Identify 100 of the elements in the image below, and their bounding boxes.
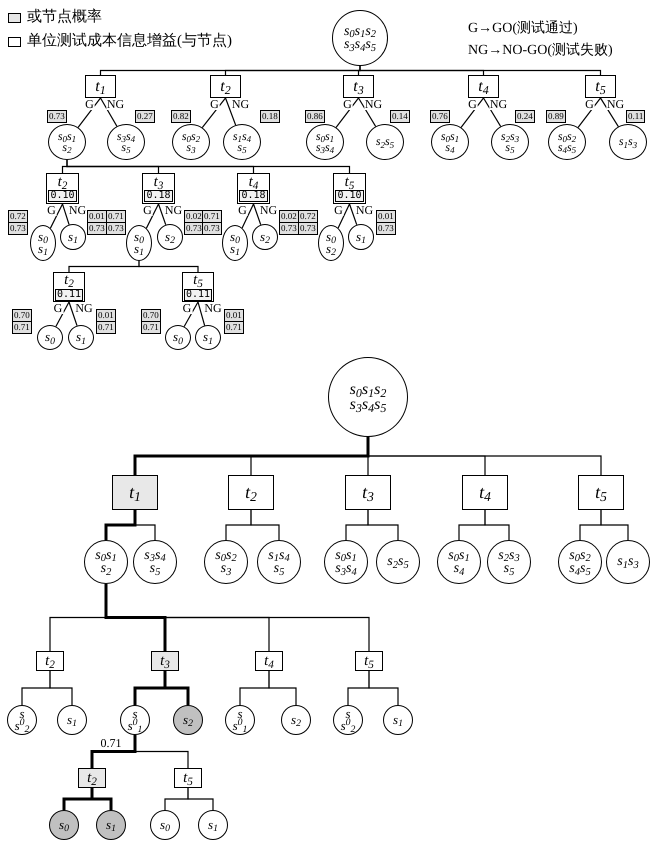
gain-value: 0.18 bbox=[239, 190, 268, 202]
state-circle bbox=[107, 124, 145, 160]
state-circle bbox=[222, 225, 248, 261]
probability-value: 0.01 bbox=[225, 310, 243, 321]
test-box bbox=[142, 173, 175, 204]
state-circle bbox=[366, 124, 404, 160]
probability-value: 0.71 bbox=[142, 321, 160, 333]
probability-value: 0.02 bbox=[185, 211, 203, 222]
edge-label: G bbox=[342, 98, 353, 110]
edge-label: NG bbox=[68, 204, 88, 216]
connector bbox=[600, 510, 629, 540]
state-circle bbox=[257, 540, 301, 584]
test-name: t$_{2}$ bbox=[87, 770, 97, 786]
test-name: t$_{4}$ bbox=[478, 78, 489, 94]
edge-label: NG bbox=[364, 98, 384, 110]
connector bbox=[482, 98, 502, 127]
state-set: s$_{1}$s$_{4}$ s$_{5}$ bbox=[268, 548, 290, 576]
state-set: s$_{0}$s$_{1}$ s$_{3}$s$_{4}$ bbox=[316, 130, 334, 154]
state-set: s$_{0}$ s$_{1}$ bbox=[230, 230, 240, 256]
gain-value: 0.18 bbox=[144, 190, 173, 202]
edge-label: NG bbox=[258, 204, 278, 216]
state-set: s$_{1}$ bbox=[67, 714, 77, 726]
probability-value: 0.01 bbox=[88, 211, 106, 222]
probability-value: 0.27 bbox=[136, 111, 154, 122]
connector bbox=[367, 510, 399, 540]
test-name: t$_{1}$ bbox=[129, 484, 141, 502]
connector bbox=[197, 302, 206, 326]
connector bbox=[359, 66, 602, 75]
state-circle bbox=[487, 540, 531, 584]
test-name: t$_{5}$ bbox=[595, 484, 607, 502]
connector bbox=[484, 510, 510, 540]
probability-value: 0.14 bbox=[391, 111, 409, 122]
edge-label: NG bbox=[203, 302, 223, 314]
probability-value: 0.01 bbox=[97, 310, 115, 321]
state-set: s$_{0}$ s$_{2}$ bbox=[326, 230, 336, 256]
test-name: t$_{4}$ bbox=[264, 654, 274, 668]
edge-label: NG bbox=[106, 98, 126, 110]
note-text: G→GO(测试通过) bbox=[468, 22, 578, 36]
state-set: s$_{0}$s$_{1}$ s$_{4}$ bbox=[440, 130, 460, 154]
state-circle bbox=[173, 705, 203, 735]
probability-value: 0.71 bbox=[13, 321, 31, 333]
connector bbox=[146, 204, 160, 228]
state-set: s$_{0}$ s$_{1}$ bbox=[134, 230, 144, 256]
connector bbox=[184, 302, 199, 327]
state-set: s$_{0}$ bbox=[45, 331, 55, 344]
state-set: s$_{0}$s$_{1}$ s$_{3}$s$_{4}$ bbox=[335, 548, 357, 576]
state-circle bbox=[195, 325, 221, 350]
connector bbox=[336, 98, 359, 128]
test-box bbox=[345, 475, 391, 510]
state-circle bbox=[165, 325, 191, 350]
edge-label: G bbox=[84, 98, 95, 110]
connector bbox=[250, 510, 280, 540]
state-circle bbox=[133, 540, 177, 584]
gain-value: 0.10 bbox=[48, 190, 77, 202]
state-set: s$_{3}$s$_{4}$ s$_{5}$ bbox=[144, 548, 166, 576]
probability-value: 0.86 bbox=[306, 111, 324, 122]
state-circle bbox=[318, 225, 344, 261]
state-set: s$_{2}$ bbox=[291, 714, 301, 726]
test-name: t$_{5}$ bbox=[183, 770, 193, 786]
connector bbox=[138, 261, 199, 272]
connector bbox=[158, 204, 166, 225]
test-box bbox=[255, 651, 283, 671]
note-text: NG→NO-GO(测试失败) bbox=[468, 44, 613, 58]
state-circle bbox=[348, 224, 374, 250]
probability-value: 0.24 bbox=[516, 111, 534, 122]
probability-value: 0.76 bbox=[431, 111, 449, 122]
probability-value: 0.82 bbox=[172, 111, 190, 122]
highlighted-connector bbox=[90, 735, 136, 768]
probability-value: 0.02 bbox=[280, 211, 298, 222]
state-circle bbox=[609, 124, 647, 160]
probability-value: 0.89 bbox=[547, 111, 565, 122]
state-set: s$_{3}$s$_{4}$ s$_{5}$ bbox=[116, 130, 136, 154]
test-box bbox=[578, 475, 624, 510]
state-circle bbox=[376, 540, 420, 584]
state-set: s$_{0}$ s$_{1}$ bbox=[38, 230, 48, 256]
state-circle bbox=[172, 124, 210, 160]
test-name: t$_{5}$ bbox=[364, 654, 374, 668]
state-set: s$_{2}$s$_{3}$ s$_{5}$ bbox=[500, 130, 520, 154]
state-circle bbox=[306, 124, 344, 160]
test-box bbox=[462, 475, 508, 510]
test-box bbox=[112, 475, 158, 510]
test-name: t$_{2}$ bbox=[64, 273, 74, 288]
state-set: s$_{0}$s$_{1}$s$_{2}$ s$_{3}$s$_{4}$s$_{5}$ bbox=[344, 24, 376, 52]
test-name: t$_{5}$ bbox=[193, 273, 203, 288]
state-circle bbox=[84, 540, 128, 584]
state-circle bbox=[7, 705, 37, 735]
edge-label: NG bbox=[164, 204, 184, 216]
test-name: t$_{4}$ bbox=[248, 174, 258, 190]
connector bbox=[358, 98, 376, 127]
state-set: s$_{1}$s$_{3}$ bbox=[618, 136, 638, 148]
probability-value: 0.73 bbox=[299, 222, 317, 234]
state-set: s$_{0}$s$_{1}$ s$_{2}$ bbox=[95, 548, 117, 576]
highlighted-connector bbox=[104, 510, 136, 540]
state-circle bbox=[333, 705, 363, 735]
probability-value: 0.72 bbox=[9, 211, 27, 222]
state-circle bbox=[49, 810, 79, 840]
test-name: t$_{5}$ bbox=[595, 78, 606, 94]
state-circle bbox=[57, 705, 87, 735]
connector bbox=[578, 98, 601, 128]
test-box bbox=[46, 173, 79, 204]
